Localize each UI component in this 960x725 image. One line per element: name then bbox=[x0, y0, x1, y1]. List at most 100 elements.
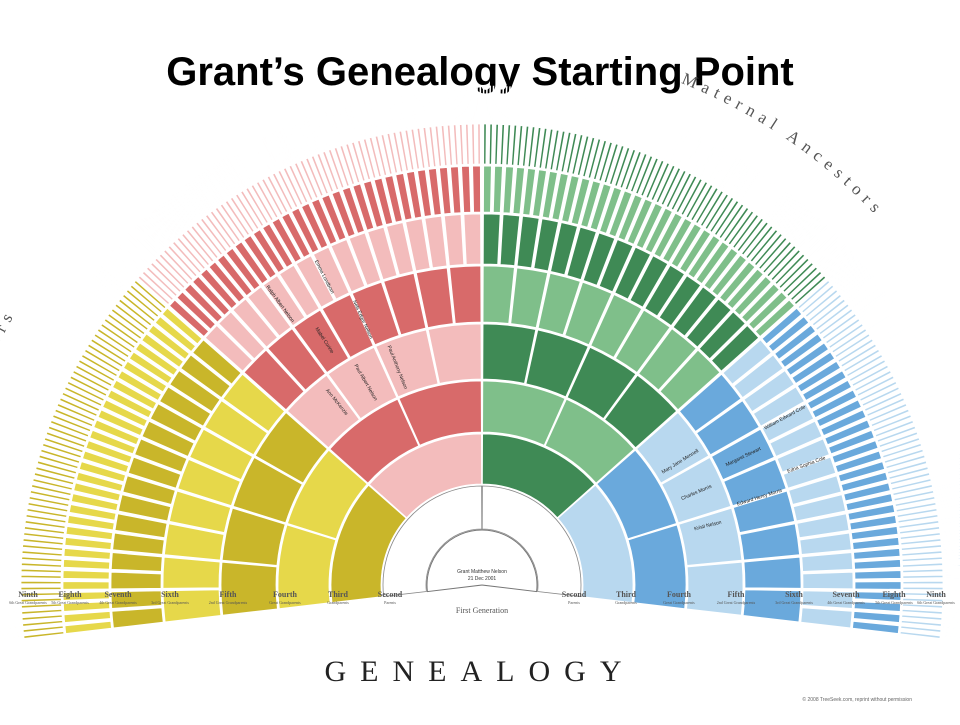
ancestor-cell[interactable] bbox=[0, 583, 20, 585]
ancestor-cell[interactable] bbox=[713, 152, 733, 186]
ancestor-cell[interactable] bbox=[0, 524, 23, 530]
ancestor-cell[interactable] bbox=[848, 279, 879, 304]
ancestor-cell[interactable] bbox=[703, 247, 739, 291]
ancestor-cell[interactable] bbox=[661, 457, 732, 524]
ancestor-cell[interactable] bbox=[694, 141, 713, 175]
ancestor-cell[interactable] bbox=[603, 143, 619, 184]
ancestor-cell[interactable] bbox=[351, 141, 366, 182]
ancestor-cell[interactable] bbox=[16, 402, 52, 418]
ancestor-cell[interactable] bbox=[0, 537, 22, 542]
ancestor-cell[interactable] bbox=[243, 235, 277, 279]
ancestor-cell[interactable] bbox=[254, 412, 328, 484]
ancestor-cell[interactable] bbox=[893, 490, 935, 502]
ancestor-cell[interactable] bbox=[0, 573, 20, 576]
ancestor-cell[interactable] bbox=[395, 172, 413, 221]
ancestor-cell[interactable] bbox=[93, 269, 124, 294]
ancestor-cell[interactable] bbox=[138, 221, 166, 249]
ancestor-cell[interactable] bbox=[108, 251, 138, 278]
ancestor-cell[interactable] bbox=[528, 88, 534, 125]
ancestor-cell[interactable] bbox=[576, 135, 590, 176]
ancestor-cell[interactable] bbox=[45, 340, 79, 360]
ancestor-cell[interactable] bbox=[52, 328, 85, 349]
ancestor-cell[interactable] bbox=[624, 151, 642, 191]
ancestor-cell[interactable] bbox=[499, 214, 521, 267]
ancestor-cell[interactable] bbox=[225, 247, 261, 291]
ancestor-cell[interactable] bbox=[248, 142, 267, 177]
ancestor-cell[interactable] bbox=[3, 440, 40, 453]
ancestor-cell[interactable] bbox=[368, 98, 379, 135]
ancestor-cell[interactable] bbox=[351, 281, 400, 346]
ancestor-cell[interactable] bbox=[510, 267, 549, 329]
ancestor-cell[interactable] bbox=[908, 390, 943, 407]
ancestor-cell[interactable] bbox=[942, 541, 960, 546]
ancestor-cell[interactable] bbox=[670, 172, 692, 211]
ancestor-cell[interactable] bbox=[136, 223, 163, 252]
ancestor-cell[interactable] bbox=[22, 625, 64, 633]
ancestor-cell[interactable] bbox=[0, 554, 21, 558]
ancestor-cell[interactable] bbox=[428, 126, 437, 168]
ancestor-cell[interactable] bbox=[439, 167, 452, 215]
ancestor-cell[interactable] bbox=[728, 162, 750, 195]
ancestor-cell[interactable] bbox=[921, 430, 958, 444]
ancestor-cell[interactable] bbox=[308, 116, 323, 152]
ancestor-cell[interactable] bbox=[919, 421, 955, 435]
ancestor-cell[interactable] bbox=[450, 166, 462, 214]
ancestor-cell[interactable] bbox=[280, 127, 298, 162]
ancestor-cell[interactable] bbox=[178, 187, 203, 218]
ancestor-cell[interactable] bbox=[33, 472, 75, 486]
ancestor-cell[interactable] bbox=[600, 102, 612, 139]
ancestor-cell[interactable] bbox=[816, 239, 844, 267]
ancestor-cell[interactable] bbox=[842, 272, 873, 297]
ancestor-cell[interactable] bbox=[867, 309, 900, 331]
ancestor-cell[interactable] bbox=[134, 342, 179, 376]
ancestor-cell[interactable] bbox=[158, 203, 184, 233]
ancestor-cell[interactable] bbox=[522, 125, 530, 167]
ancestor-cell[interactable] bbox=[420, 89, 427, 126]
ancestor-cell[interactable] bbox=[644, 117, 659, 153]
ancestor-cell[interactable] bbox=[293, 309, 350, 374]
ancestor-cell[interactable] bbox=[194, 175, 218, 207]
ancestor-cell[interactable] bbox=[131, 228, 159, 256]
ancestor-cell[interactable] bbox=[837, 461, 886, 483]
ancestor-cell[interactable] bbox=[47, 425, 88, 443]
ancestor-cell[interactable] bbox=[96, 328, 133, 354]
ancestor-cell[interactable] bbox=[0, 476, 31, 485]
ancestor-cell[interactable] bbox=[36, 460, 78, 475]
ancestor-cell[interactable] bbox=[571, 134, 584, 175]
ancestor-cell[interactable] bbox=[537, 272, 581, 336]
ancestor-cell[interactable] bbox=[200, 217, 228, 253]
ancestor-cell[interactable] bbox=[802, 370, 847, 401]
ancestor-cell[interactable] bbox=[0, 515, 25, 521]
ancestor-cell[interactable] bbox=[192, 339, 242, 385]
ancestor-cell[interactable] bbox=[617, 194, 643, 241]
ancestor-cell[interactable] bbox=[876, 425, 917, 443]
ancestor-cell[interactable] bbox=[644, 207, 673, 254]
ancestor-cell[interactable] bbox=[543, 90, 551, 127]
ancestor-cell[interactable] bbox=[436, 87, 442, 125]
ancestor-cell[interactable] bbox=[0, 613, 21, 617]
ancestor-cell[interactable] bbox=[670, 223, 702, 268]
ancestor-cell[interactable] bbox=[184, 183, 208, 214]
ancestor-cell[interactable] bbox=[321, 294, 374, 358]
ancestor-cell[interactable] bbox=[29, 490, 71, 502]
ancestor-cell[interactable] bbox=[930, 463, 960, 473]
ancestor-cell[interactable] bbox=[566, 346, 637, 420]
ancestor-cell[interactable] bbox=[944, 583, 960, 585]
ancestor-cell[interactable] bbox=[293, 122, 309, 157]
ancestor-cell[interactable] bbox=[596, 449, 677, 540]
ancestor-cell[interactable] bbox=[831, 440, 879, 464]
ancestor-cell[interactable] bbox=[699, 144, 719, 178]
ancestor-cell[interactable] bbox=[483, 165, 492, 213]
ancestor-cell[interactable] bbox=[864, 391, 903, 412]
ancestor-cell[interactable] bbox=[22, 620, 64, 627]
ancestor-cell[interactable] bbox=[154, 316, 197, 353]
ancestor-cell[interactable] bbox=[550, 222, 578, 276]
ancestor-cell[interactable] bbox=[943, 554, 960, 558]
ancestor-cell[interactable] bbox=[0, 607, 21, 611]
ancestor-cell[interactable] bbox=[645, 159, 665, 199]
ancestor-cell[interactable] bbox=[840, 269, 871, 294]
ancestor-cell[interactable] bbox=[749, 177, 772, 209]
ancestor-cell[interactable] bbox=[888, 345, 922, 365]
ancestor-cell[interactable] bbox=[687, 235, 721, 279]
ancestor-cell[interactable] bbox=[469, 85, 473, 123]
